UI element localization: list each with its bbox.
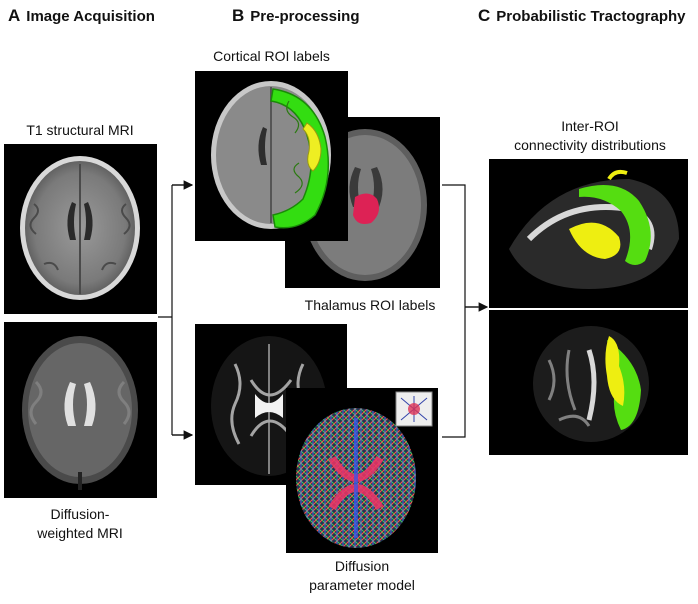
section-b-letter: B <box>232 6 245 25</box>
section-a-letter: A <box>8 6 21 25</box>
arrow-preprocessing-to-tractography <box>442 184 478 438</box>
inter-roi-caption-line1: Inter-ROI <box>561 118 619 134</box>
section-c-title: Probabilistic Tractography <box>496 8 686 25</box>
tractography-axial-image <box>489 310 688 455</box>
model-caption-line2: parameter model <box>309 577 415 593</box>
tract-yellow-top <box>569 222 621 259</box>
section-a-title: Image Acquisition <box>26 8 155 25</box>
dwi-mri-image <box>4 322 157 498</box>
arrow-acquisition-to-preprocessing <box>158 184 192 436</box>
dwi-caption-line2: weighted MRI <box>37 525 123 541</box>
section-b-header: B Pre-processing <box>232 6 360 26</box>
model-caption-line1: Diffusion <box>334 558 390 574</box>
section-c-letter: C <box>478 6 491 25</box>
section-b-title: Pre-processing <box>250 8 360 25</box>
section-c-header: C Probabilistic Tractography <box>478 6 686 26</box>
dwi-caption: Diffusion- weighted MRI <box>4 505 156 543</box>
section-a-header: A Image Acquisition <box>8 6 155 26</box>
model-caption: Diffusion parameter model <box>286 557 438 595</box>
thalamus-caption: Thalamus ROI labels <box>304 297 436 313</box>
tractography-sagittal-image <box>489 159 688 308</box>
cortical-roi-highlight <box>302 122 322 172</box>
tract-yellow-bottom <box>605 336 625 406</box>
cortical-caption: Cortical ROI labels <box>213 48 330 64</box>
thalamus-roi-label <box>353 193 379 224</box>
t1-caption: T1 structural MRI <box>26 122 134 138</box>
inter-roi-caption-line2: connectivity distributions <box>514 137 666 153</box>
tract-green-top <box>579 185 651 265</box>
inter-roi-caption: Inter-ROI connectivity distributions <box>490 117 690 155</box>
cortical-roi-image <box>195 71 348 241</box>
t1-mri-image <box>4 144 157 314</box>
diffusion-model-image <box>286 388 438 553</box>
dwi-caption-line1: Diffusion- <box>50 506 110 522</box>
